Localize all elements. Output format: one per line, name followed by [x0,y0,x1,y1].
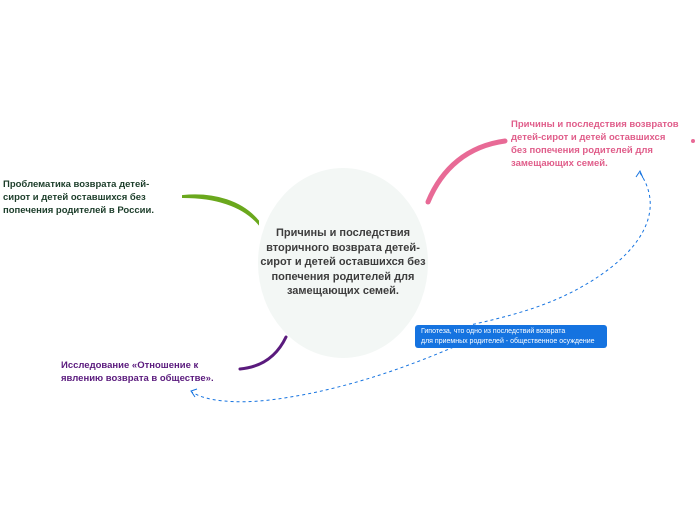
branch-topic-line: замещающих семей. [511,158,608,169]
hypothesis-callout[interactable]: Гипотеза, что одно из последствий возвра… [415,325,607,348]
central-topic[interactable]: Причины и последствия вторичного возврат… [258,226,428,299]
central-topic-line: замещающих семей. [286,285,399,297]
branch-topic-line: Причины и последствия возвратов [511,119,679,130]
hypothesis-line: для приемных родителей - общественное ос… [421,337,595,345]
branch-connector-purple [238,335,288,371]
central-topic-line: Причины и последствия [275,227,411,239]
branch-topic-line: Исследование «Отношение к [61,360,199,371]
branch-connector-left [182,194,259,226]
arrowhead-upper [635,169,644,179]
branch-topic-line: Проблематика возврата детей- [3,179,150,190]
relationship-arc-lower [191,339,471,403]
relationship-arc-upper [469,172,651,326]
arrowhead-lower [190,388,198,398]
central-topic-background [258,168,428,358]
branch-connector-pink [425,138,508,205]
central-topic-line: вторичного возврата детей- [266,241,420,254]
branch-topic-line: без попечения родителей для [511,145,653,156]
branch-topic-line: сирот и детей оставшихся без [3,192,146,203]
central-topic-line: попечения родителей для [271,270,415,283]
branch-topic-line: попечения родителей в России. [3,205,154,216]
branch-topic-line: явлению возврата в обществе». [61,373,214,384]
branch-topic-line: детей-сирот и детей оставшихся [511,132,666,143]
branch-topic-left[interactable]: Проблематика возврата детей- сирот и дет… [3,178,173,217]
collapse-indicator-icon[interactable] [691,139,695,143]
central-topic-line: сирот и детей оставшихся без [260,256,426,268]
branch-topic-purple[interactable]: Исследование «Отношение к явлению возвра… [61,359,231,385]
hypothesis-line: Гипотеза, что одно из последствий возвра… [421,328,566,335]
branch-topic-pink[interactable]: Причины и последствия возвратов детей-си… [511,118,691,170]
